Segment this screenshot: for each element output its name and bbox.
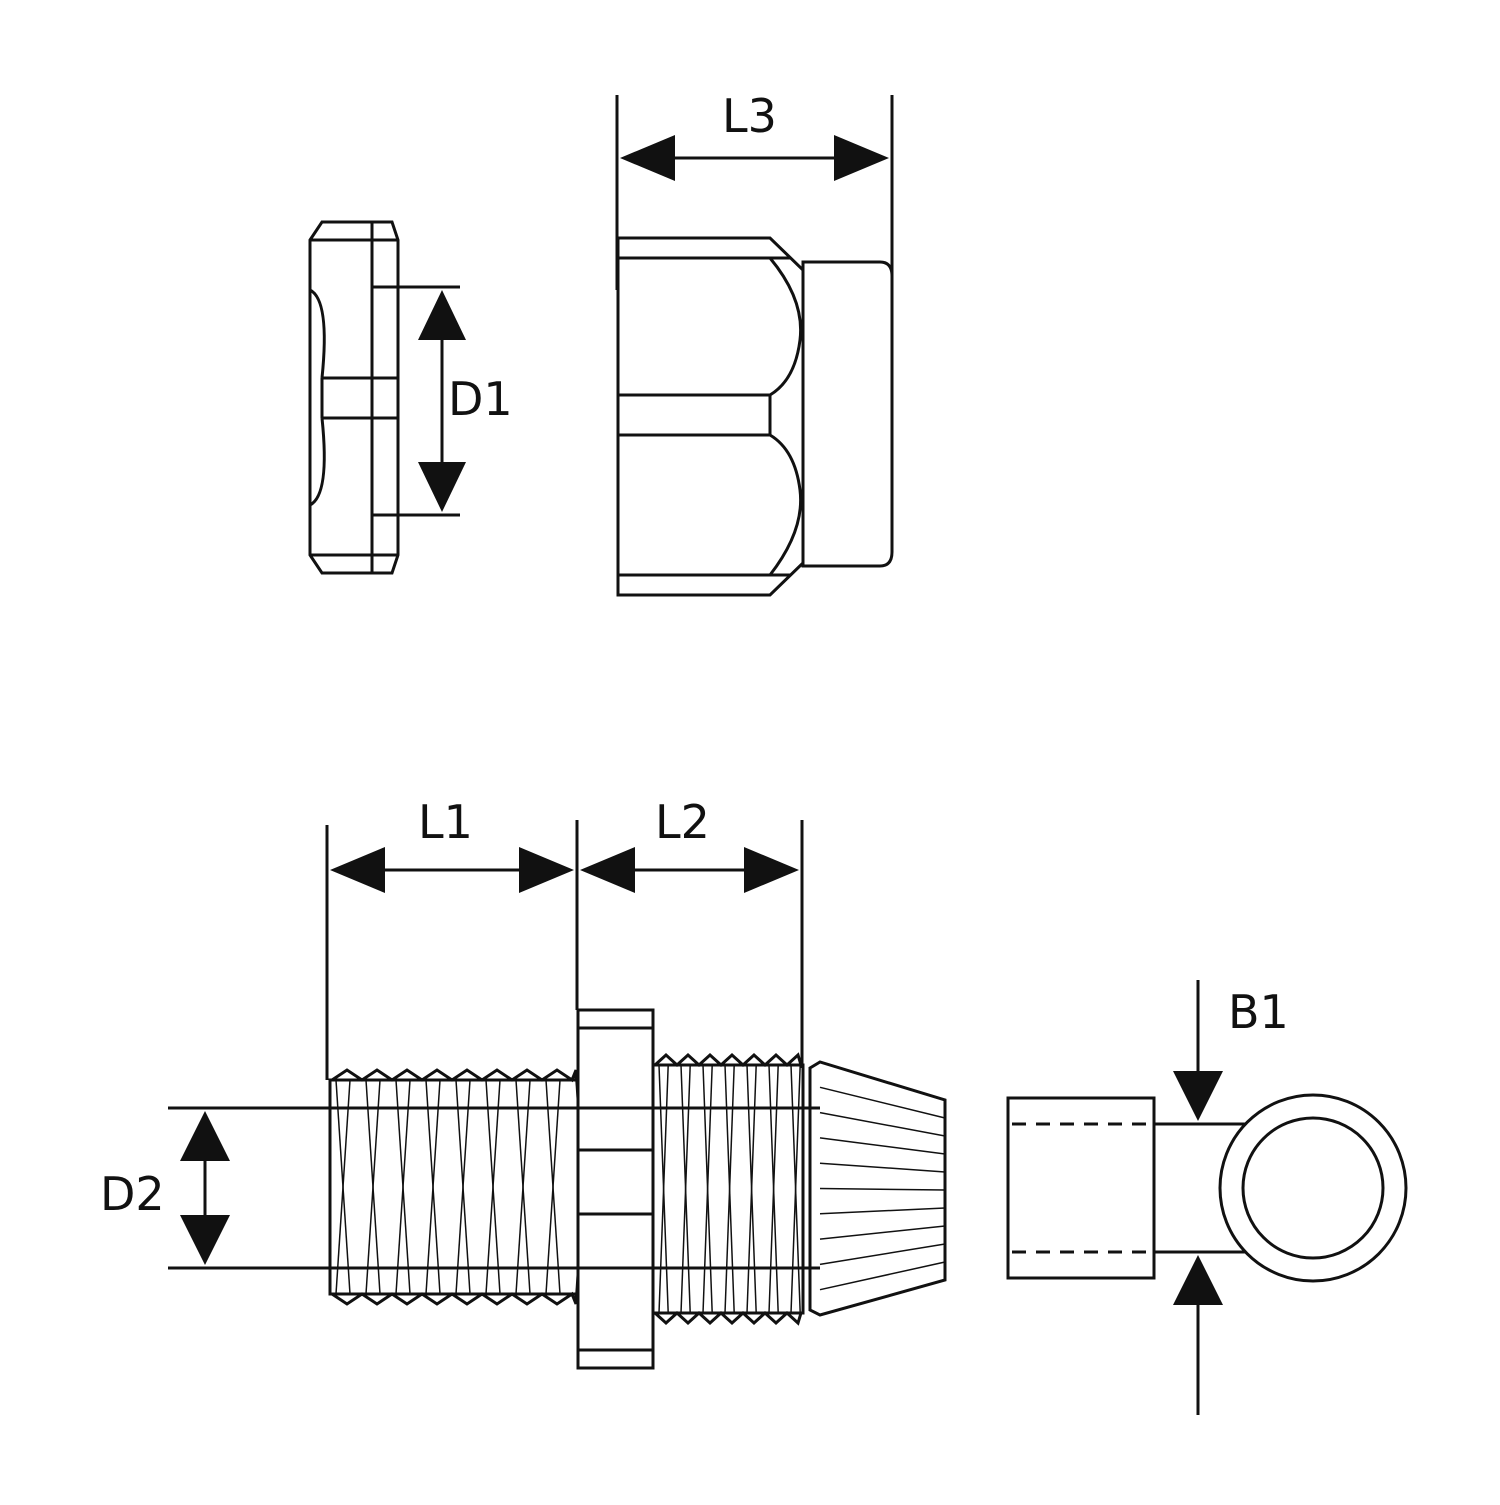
dimension-l1: L1 — [325, 795, 579, 1080]
arrow-head-l1-right — [519, 847, 574, 893]
arrow-head-l2-left — [580, 847, 635, 893]
label-b1: B1 — [1228, 985, 1289, 1039]
label-d2: D2 — [100, 1167, 165, 1221]
label-d1: D1 — [448, 372, 513, 426]
arrow-head-l1-left — [330, 847, 385, 893]
arrow-head-l2-right — [744, 847, 799, 893]
arrow-head-d1-bottom — [418, 462, 466, 512]
lock-nut — [308, 220, 400, 575]
arrow-head-d2-bottom — [180, 1215, 230, 1265]
dimension-l2: L2 — [580, 795, 804, 1068]
label-l3: L3 — [722, 89, 777, 143]
dimension-b1: B1 — [1173, 980, 1289, 1415]
arrow-head-l3-right — [834, 135, 889, 181]
seal-insert — [1006, 1093, 1408, 1283]
arrow-head-l3-left — [620, 135, 675, 181]
gland-body — [328, 1008, 947, 1370]
label-l1: L1 — [418, 795, 473, 849]
label-l2: L2 — [655, 795, 710, 849]
arrow-head-d2-top — [180, 1111, 230, 1161]
arrow-head-b1-bottom — [1173, 1255, 1223, 1305]
arrow-head-d1-top — [418, 290, 466, 340]
arrow-head-b1-top — [1173, 1071, 1223, 1121]
dimension-l3: L3 — [615, 89, 894, 290]
dimension-d2: D2 — [100, 1106, 820, 1270]
cap-nut — [616, 236, 894, 597]
dimension-d1: D1 — [372, 285, 513, 517]
